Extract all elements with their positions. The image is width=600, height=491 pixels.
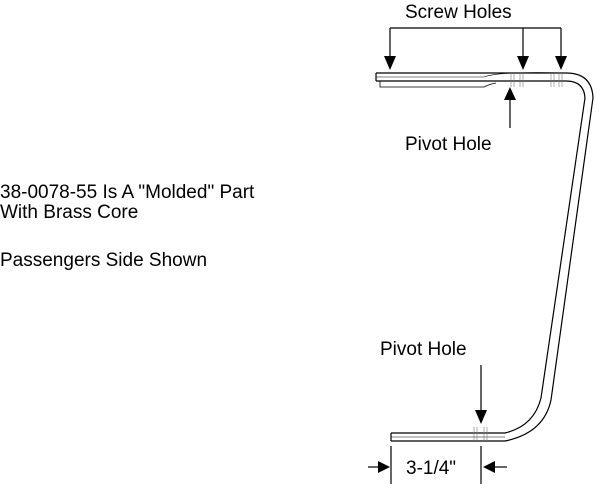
screw-holes-label: Screw Holes xyxy=(405,2,512,23)
bracket-outline xyxy=(375,72,594,442)
dimension-arrow-left xyxy=(378,461,390,473)
pivot-hole-bottom-label: Pivot Hole xyxy=(380,339,467,360)
part-note-line1: 38-0078-55 Is A "Molded" Part xyxy=(0,182,255,203)
dimension-arrow-right xyxy=(483,461,495,473)
part-note-line2: With Brass Core xyxy=(0,202,139,223)
pivot-hole-top-arrow xyxy=(504,87,516,128)
part-note-line3: Passengers Side Shown xyxy=(0,250,208,271)
screw-holes-callout xyxy=(389,27,562,62)
top-tab-outer xyxy=(376,72,594,442)
screw-arrow-left xyxy=(384,56,396,70)
pivot-hole-bottom-arrow xyxy=(475,365,487,424)
dimension-label: 3-1/4" xyxy=(406,458,456,479)
dimension-markers xyxy=(368,446,507,484)
top-tab-inner xyxy=(376,80,586,434)
top-tab-lower-edge xyxy=(379,81,497,88)
screw-arrow-right xyxy=(555,56,567,70)
screw-hole-arrows xyxy=(384,56,567,70)
hole-marks xyxy=(473,73,563,441)
top-tab-taper xyxy=(483,72,567,78)
pivot-hole-top-label: Pivot Hole xyxy=(405,134,492,155)
screw-arrow-middle xyxy=(517,56,529,70)
